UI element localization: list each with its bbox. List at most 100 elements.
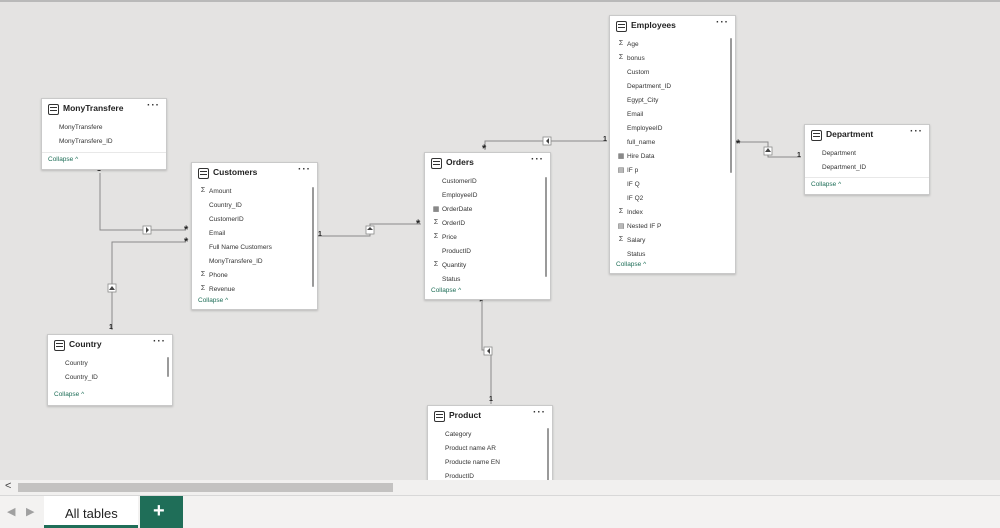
horizontal-scrollbar[interactable]: <: [0, 480, 1000, 495]
table-header[interactable]: Customers ···: [192, 163, 317, 185]
collapse-button[interactable]: Collapse ^: [48, 156, 79, 163]
field-item[interactable]: Category: [428, 428, 552, 442]
tab-prev-button[interactable]: ◀: [7, 506, 16, 518]
collapse-button[interactable]: Collapse ^: [616, 261, 647, 268]
field-item[interactable]: Department: [805, 147, 929, 161]
scrollbar-thumb[interactable]: [167, 357, 169, 377]
cardinality-many: *: [479, 296, 484, 308]
scrollbar-thumb[interactable]: [547, 428, 549, 483]
table-title: MonyTransfere: [63, 103, 124, 113]
table-header[interactable]: Employees ···: [610, 16, 735, 38]
field-list: Country Country_ID: [48, 357, 172, 387]
table-icon: [811, 130, 822, 141]
more-options-button[interactable]: ···: [153, 336, 166, 347]
field-name: Egypt_City: [627, 97, 659, 104]
collapse-button[interactable]: Collapse ^: [198, 297, 229, 304]
collapse-button[interactable]: Collapse ^: [811, 181, 842, 188]
field-item[interactable]: CustomerID: [192, 213, 317, 227]
table-header[interactable]: Orders ···: [425, 153, 550, 175]
field-item[interactable]: MonyTransfere: [42, 121, 166, 135]
tab-next-button[interactable]: ▶: [26, 506, 35, 518]
more-options-button[interactable]: ···: [298, 164, 311, 175]
field-item[interactable]: EmployeeID: [610, 122, 735, 136]
field-item[interactable]: ProductID: [425, 245, 550, 259]
field-item[interactable]: Email: [610, 108, 735, 122]
field-item[interactable]: Custom: [610, 66, 735, 80]
field-item[interactable]: Product name AR: [428, 442, 552, 456]
add-layout-button[interactable]: +: [140, 496, 183, 528]
field-item[interactable]: Status: [425, 273, 550, 283]
field-item[interactable]: ProductID: [428, 470, 552, 484]
sigma-icon: Σ: [433, 219, 439, 226]
field-item[interactable]: Producte name EN: [428, 456, 552, 470]
field-item[interactable]: ▤IF p: [610, 164, 735, 178]
table-card-department[interactable]: Department ··· Department Department_ID …: [804, 124, 930, 195]
more-options-button[interactable]: ···: [910, 126, 923, 137]
more-options-button[interactable]: ···: [147, 100, 160, 111]
table-header[interactable]: Product ···: [428, 406, 552, 428]
scrollbar-thumb[interactable]: [545, 177, 547, 277]
field-item[interactable]: Status: [610, 248, 735, 260]
field-name: Status: [442, 276, 461, 283]
field-list[interactable]: Category Product name AR Producte name E…: [428, 428, 552, 484]
field-item[interactable]: IF Q: [610, 178, 735, 192]
model-canvas[interactable]: 1 * * 1 1 * 1 * * 1 * 1 MonyTransfere ··…: [0, 2, 1000, 487]
field-item[interactable]: MonyTransfere_ID: [192, 255, 317, 269]
more-options-button[interactable]: ···: [533, 407, 546, 418]
collapse-button[interactable]: Collapse ^: [431, 287, 462, 294]
arrow-marker: [146, 227, 149, 233]
field-item[interactable]: Egypt_City: [610, 94, 735, 108]
field-item[interactable]: ▤Nested IF P: [610, 220, 735, 234]
scrollbar-thumb[interactable]: [18, 483, 393, 492]
field-item[interactable]: IF Q2: [610, 192, 735, 206]
collapse-button[interactable]: Collapse ^: [54, 391, 85, 398]
more-options-button[interactable]: ···: [531, 154, 544, 165]
field-item[interactable]: MonyTransfere_ID: [42, 135, 166, 149]
table-card-product[interactable]: Product ··· Category Product name AR Pro…: [427, 405, 553, 487]
tab-all-tables[interactable]: All tables: [44, 496, 138, 528]
field-item[interactable]: ▦OrderDate: [425, 203, 550, 217]
field-name: EmployeeID: [627, 125, 663, 132]
table-card-monytransfere[interactable]: MonyTransfere ··· MonyTransfere MonyTran…: [41, 98, 167, 170]
scrollbar-thumb[interactable]: [730, 38, 732, 173]
field-item[interactable]: Full Name Customers: [192, 241, 317, 255]
table-card-orders[interactable]: Orders ··· CustomerID EmployeeID ▦OrderD…: [424, 152, 551, 300]
table-title: Country: [69, 339, 102, 349]
field-item[interactable]: Email: [192, 227, 317, 241]
field-name: Revenue: [209, 286, 236, 293]
table-header[interactable]: Department ···: [805, 125, 929, 147]
field-item[interactable]: EmployeeID: [425, 189, 550, 203]
field-item[interactable]: CustomerID: [425, 175, 550, 189]
scrollbar-thumb[interactable]: [312, 187, 314, 287]
field-item[interactable]: Country: [48, 357, 172, 371]
field-item[interactable]: Country_ID: [48, 371, 172, 385]
table-header[interactable]: MonyTransfere ···: [42, 99, 166, 121]
field-item[interactable]: Department_ID: [805, 161, 929, 175]
field-item[interactable]: full_name: [610, 136, 735, 150]
tab-label: All tables: [65, 506, 118, 521]
more-options-button[interactable]: ···: [716, 17, 729, 28]
field-item[interactable]: Department_ID: [610, 80, 735, 94]
table-card-country[interactable]: Country ··· Country Country_ID Collapse …: [47, 334, 173, 406]
field-item[interactable]: ▦Hire Data: [610, 150, 735, 164]
field-item[interactable]: Country_ID: [192, 199, 317, 213]
table-title: Customers: [213, 167, 258, 177]
table-header[interactable]: Country ···: [48, 335, 172, 357]
calendar-icon: ▦: [432, 206, 440, 213]
scroll-left-button[interactable]: <: [5, 480, 12, 492]
